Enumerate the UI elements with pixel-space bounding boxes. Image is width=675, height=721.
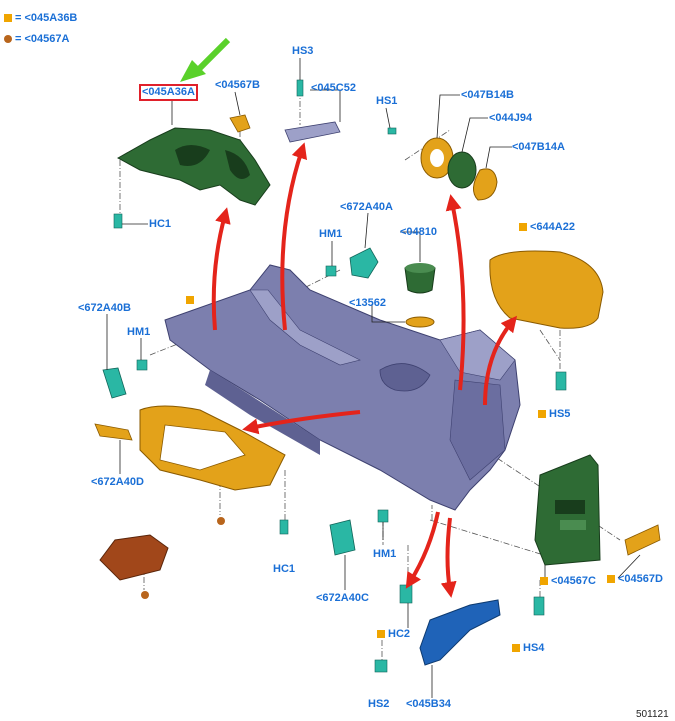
square-marker-console [186,294,197,307]
label-HC2[interactable]: HC2 [377,628,410,641]
label-HS1[interactable]: HS1 [376,95,398,107]
center-console-body [164,264,521,511]
square-icon [512,644,520,652]
screw-HS2 [374,659,388,673]
label-HM1-bottom[interactable]: HM1 [373,548,397,560]
legend-dot-icon [4,35,12,43]
bracket-045B34 [419,599,501,666]
dot-marker-1 [217,517,225,525]
label-HC1-bottom[interactable]: HC1 [273,563,296,575]
clip-HC1-top [113,213,123,229]
ring-044J94 [447,151,477,189]
label-13562[interactable]: <13562 [349,297,387,309]
clip-HC1-bottom [279,519,289,535]
label-HM1-top[interactable]: HM1 [319,228,343,240]
cover-047B14A [473,168,498,201]
fastener-HM1-top [325,265,337,277]
fastener-HM1-bottom [377,509,389,523]
label-672A40D[interactable]: <672A40D [91,476,144,488]
label-04567D[interactable]: <04567D [607,573,663,586]
label-HC2-text: HC2 [388,628,411,640]
label-HS4[interactable]: HS4 [512,642,544,655]
label-044J94[interactable]: <044J94 [489,112,533,124]
legend-square-text: = <045A36B [15,12,78,24]
label-HS3[interactable]: HS3 [292,45,314,57]
label-672A40B[interactable]: <672A40B [78,302,131,314]
label-045B34[interactable]: <045B34 [406,698,451,710]
label-672A40C[interactable]: <672A40C [316,592,369,604]
green-indicator-arrow [180,37,231,82]
screw-HS1 [387,127,397,135]
legend-square: = <045A36B [4,12,77,25]
label-047B14B[interactable]: <047B14B [461,89,514,101]
bracket-672A40A [349,247,379,279]
clip-04567B [229,114,251,133]
label-644A22-text: <644A22 [530,221,575,233]
square-icon [607,575,615,583]
label-HC1-top[interactable]: HC1 [149,218,172,230]
square-icon [186,296,194,304]
clip-HC2 [399,584,413,604]
green-upper-trim [116,127,271,206]
label-04567B[interactable]: <04567B [215,79,260,91]
legend-square-icon [4,14,12,22]
square-icon [519,223,527,231]
square-icon [377,630,385,638]
ring-13562 [405,316,435,328]
square-icon [540,577,548,585]
label-HS5[interactable]: HS5 [538,408,570,421]
trim-04567D [624,524,661,556]
screw-HS5 [555,371,567,391]
legend-dot: = <04567A [4,33,69,46]
label-045A36A[interactable]: <045A36A [139,84,198,101]
label-04567C[interactable]: <04567C [540,575,596,588]
label-04567D-text: <04567D [618,573,663,585]
fastener-HM1-left [136,359,148,371]
legend-dot-text: = <04567A [15,33,70,45]
panel-672A40C [329,519,356,556]
label-644A22[interactable]: <644A22 [519,221,575,234]
bracket-672A40B [102,367,127,399]
label-047B14A[interactable]: <047B14A [512,141,565,153]
label-HS5-text: HS5 [549,408,571,420]
red-arrows [211,142,518,598]
square-icon [538,410,546,418]
screw-HS3 [296,79,304,97]
dot-marker-2 [141,591,149,599]
label-HS4-text: HS4 [523,642,545,654]
label-045C52[interactable]: <045C52 [311,82,356,94]
bracket-045C52 [284,121,341,143]
label-672A40A[interactable]: <672A40A [340,201,393,213]
label-04810[interactable]: <04810 [400,226,438,238]
figure-reference-number: 501121 [636,709,669,720]
gear-boot [99,534,169,581]
strip-672A40D [94,423,133,441]
screw-HS4 [533,596,545,616]
label-HM1-left[interactable]: HM1 [127,326,151,338]
armrest-644A22 [489,250,604,329]
leader-lines [106,58,641,698]
label-04567C-text: <04567C [551,575,596,587]
label-HS2[interactable]: HS2 [368,698,390,710]
